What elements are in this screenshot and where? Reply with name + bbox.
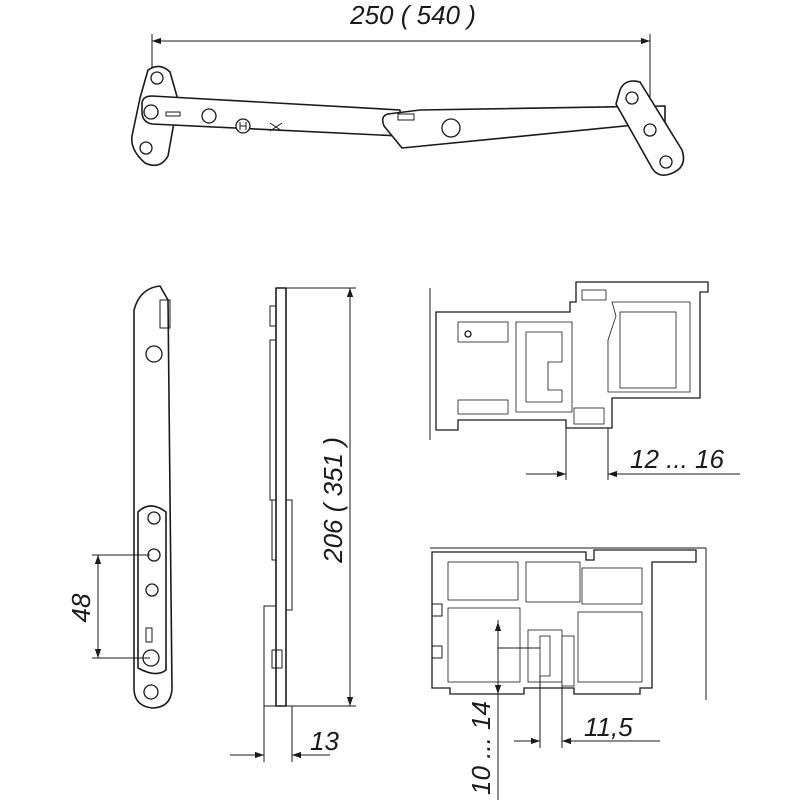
main-arm-hole: [201, 108, 217, 124]
dim-rebate-offset: 11,5: [584, 712, 633, 742]
logo-letter-icon: [239, 122, 247, 130]
right-bracket-hole-bottom: [659, 155, 673, 169]
frame2-chamber-3: [447, 607, 521, 683]
hinge-channel: [573, 407, 605, 425]
sash-reinforcement: [619, 311, 677, 389]
stay-plate: [561, 635, 575, 687]
side-body-upper: [269, 339, 277, 501]
front-slot: [145, 627, 153, 643]
side-clip-top: [269, 305, 277, 327]
sash-gasket: [581, 289, 607, 301]
stay-top-view: 250 ( 540 ): [130, 0, 685, 176]
frame2-chamber-2: [525, 561, 581, 603]
secondary-arm-hole: [441, 118, 461, 138]
main-arm-pivot: [143, 104, 159, 120]
rivet-mark-icon: [269, 122, 283, 132]
stop-block: [397, 113, 415, 121]
side-body-plate: [285, 499, 293, 611]
front-hole-a: [147, 511, 161, 525]
stay-side-view: 206 ( 351 ) 13: [230, 287, 356, 762]
side-body-lower: [263, 605, 277, 707]
front-top-clip: [159, 299, 171, 329]
front-hole-top: [145, 345, 163, 363]
side-arm: [275, 287, 287, 707]
right-bracket-hole-top: [625, 91, 639, 105]
frame2-chamber-1: [447, 561, 519, 601]
sash-steel-insert: [515, 321, 573, 413]
dim-stay-length: 250 ( 540 ): [349, 0, 476, 30]
frame-chamber-1: [457, 321, 509, 343]
profile-section-bottom: 10 ... 14 11,5: [430, 547, 707, 800]
dim-arm-thickness: 13: [310, 726, 339, 756]
front-hole-bottom: [143, 684, 159, 700]
bracket-hole-bottom: [139, 141, 153, 155]
dim-overlap-range: 10 ... 14: [466, 701, 496, 795]
slot-mark: [165, 111, 181, 117]
frame2-lip-a: [431, 603, 443, 617]
bracket-hole-top: [150, 71, 164, 85]
side-body-mid: [271, 499, 277, 561]
side-screw: [271, 649, 283, 669]
dim-sash-gap-range: 12 ... 16: [630, 444, 724, 474]
sash2-chamber-2: [577, 611, 643, 683]
sash2-chamber-1: [581, 567, 643, 605]
frame2-lip-b: [431, 645, 443, 659]
frame-screw: [464, 330, 472, 338]
stay-section: [539, 635, 551, 677]
front-hole-c: [145, 583, 159, 597]
dim-stay-height: 206 ( 351 ): [318, 437, 348, 564]
profile-section-top: 12 ... 16: [429, 281, 740, 480]
secondary-arm: [381, 105, 666, 149]
dim-hole-spacing: 48: [66, 593, 96, 622]
right-bracket-pivot: [643, 123, 657, 137]
frame-chamber-2: [457, 399, 509, 415]
stay-front-view: 48: [66, 285, 173, 709]
